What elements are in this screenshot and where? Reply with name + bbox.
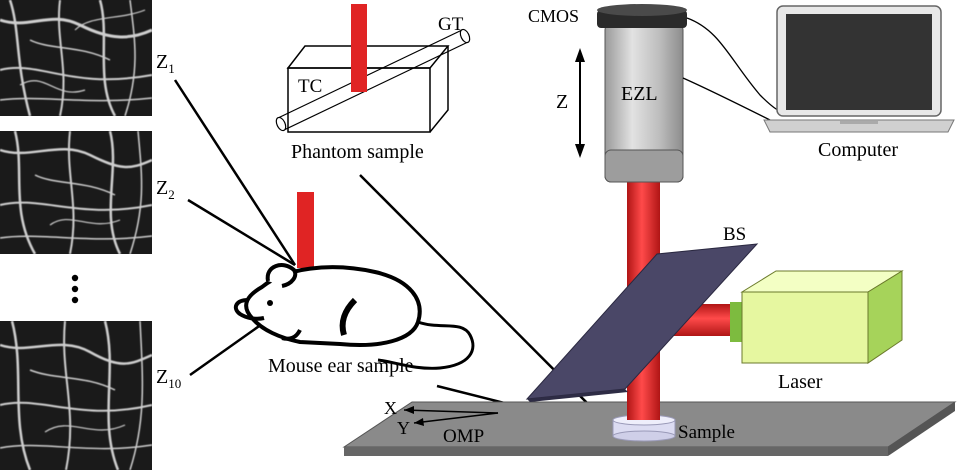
laser-label: Laser	[778, 371, 823, 393]
vessel-image-z1	[0, 0, 153, 117]
pointer-line-z2	[187, 198, 296, 267]
computer-caption: Computer	[818, 139, 898, 161]
mouse-laser-beam	[297, 192, 314, 268]
depth-label-z1: Z1	[156, 51, 175, 76]
pointer-line-z1	[173, 79, 297, 266]
tc-label: TC	[298, 76, 322, 97]
beam-splitter: BS	[525, 224, 759, 402]
y-axis-label: Y	[397, 418, 410, 438]
ezl-label: EZL	[621, 83, 658, 105]
bs-label: BS	[723, 224, 746, 245]
phantom-caption: Phantom sample	[291, 141, 424, 163]
depth-label-z2: Z2	[156, 177, 175, 202]
cmos-label: CMOS	[528, 6, 579, 26]
glass-tube	[275, 28, 471, 132]
phantom-sample: GT TC Phantom sample	[275, 4, 471, 163]
omp-label: OMP	[443, 426, 484, 447]
x-axis-label: X	[384, 398, 397, 418]
xy-axes-indicator: X Y	[384, 398, 499, 438]
sample-label: Sample	[678, 422, 735, 443]
mouse-drawing: Mouse ear sample	[233, 192, 475, 377]
vessel-image-z10	[0, 320, 153, 471]
z-axis-label: Z	[556, 91, 568, 113]
zoom-lens: EZL	[604, 23, 684, 183]
data-cables	[682, 17, 791, 121]
depth-label-z10: Z10	[156, 366, 181, 391]
vessel-image-z2	[0, 130, 153, 255]
ellipsis-dots	[71, 274, 79, 304]
mouse-caption: Mouse ear sample	[268, 355, 414, 377]
z-translation-arrow: Z	[556, 48, 585, 158]
phantom-laser-beam	[351, 4, 367, 92]
cmos-camera: CMOS	[528, 4, 687, 28]
laptop-computer: Computer	[763, 5, 955, 161]
laser-source: Laser	[730, 270, 904, 393]
gt-label: GT	[438, 14, 464, 35]
